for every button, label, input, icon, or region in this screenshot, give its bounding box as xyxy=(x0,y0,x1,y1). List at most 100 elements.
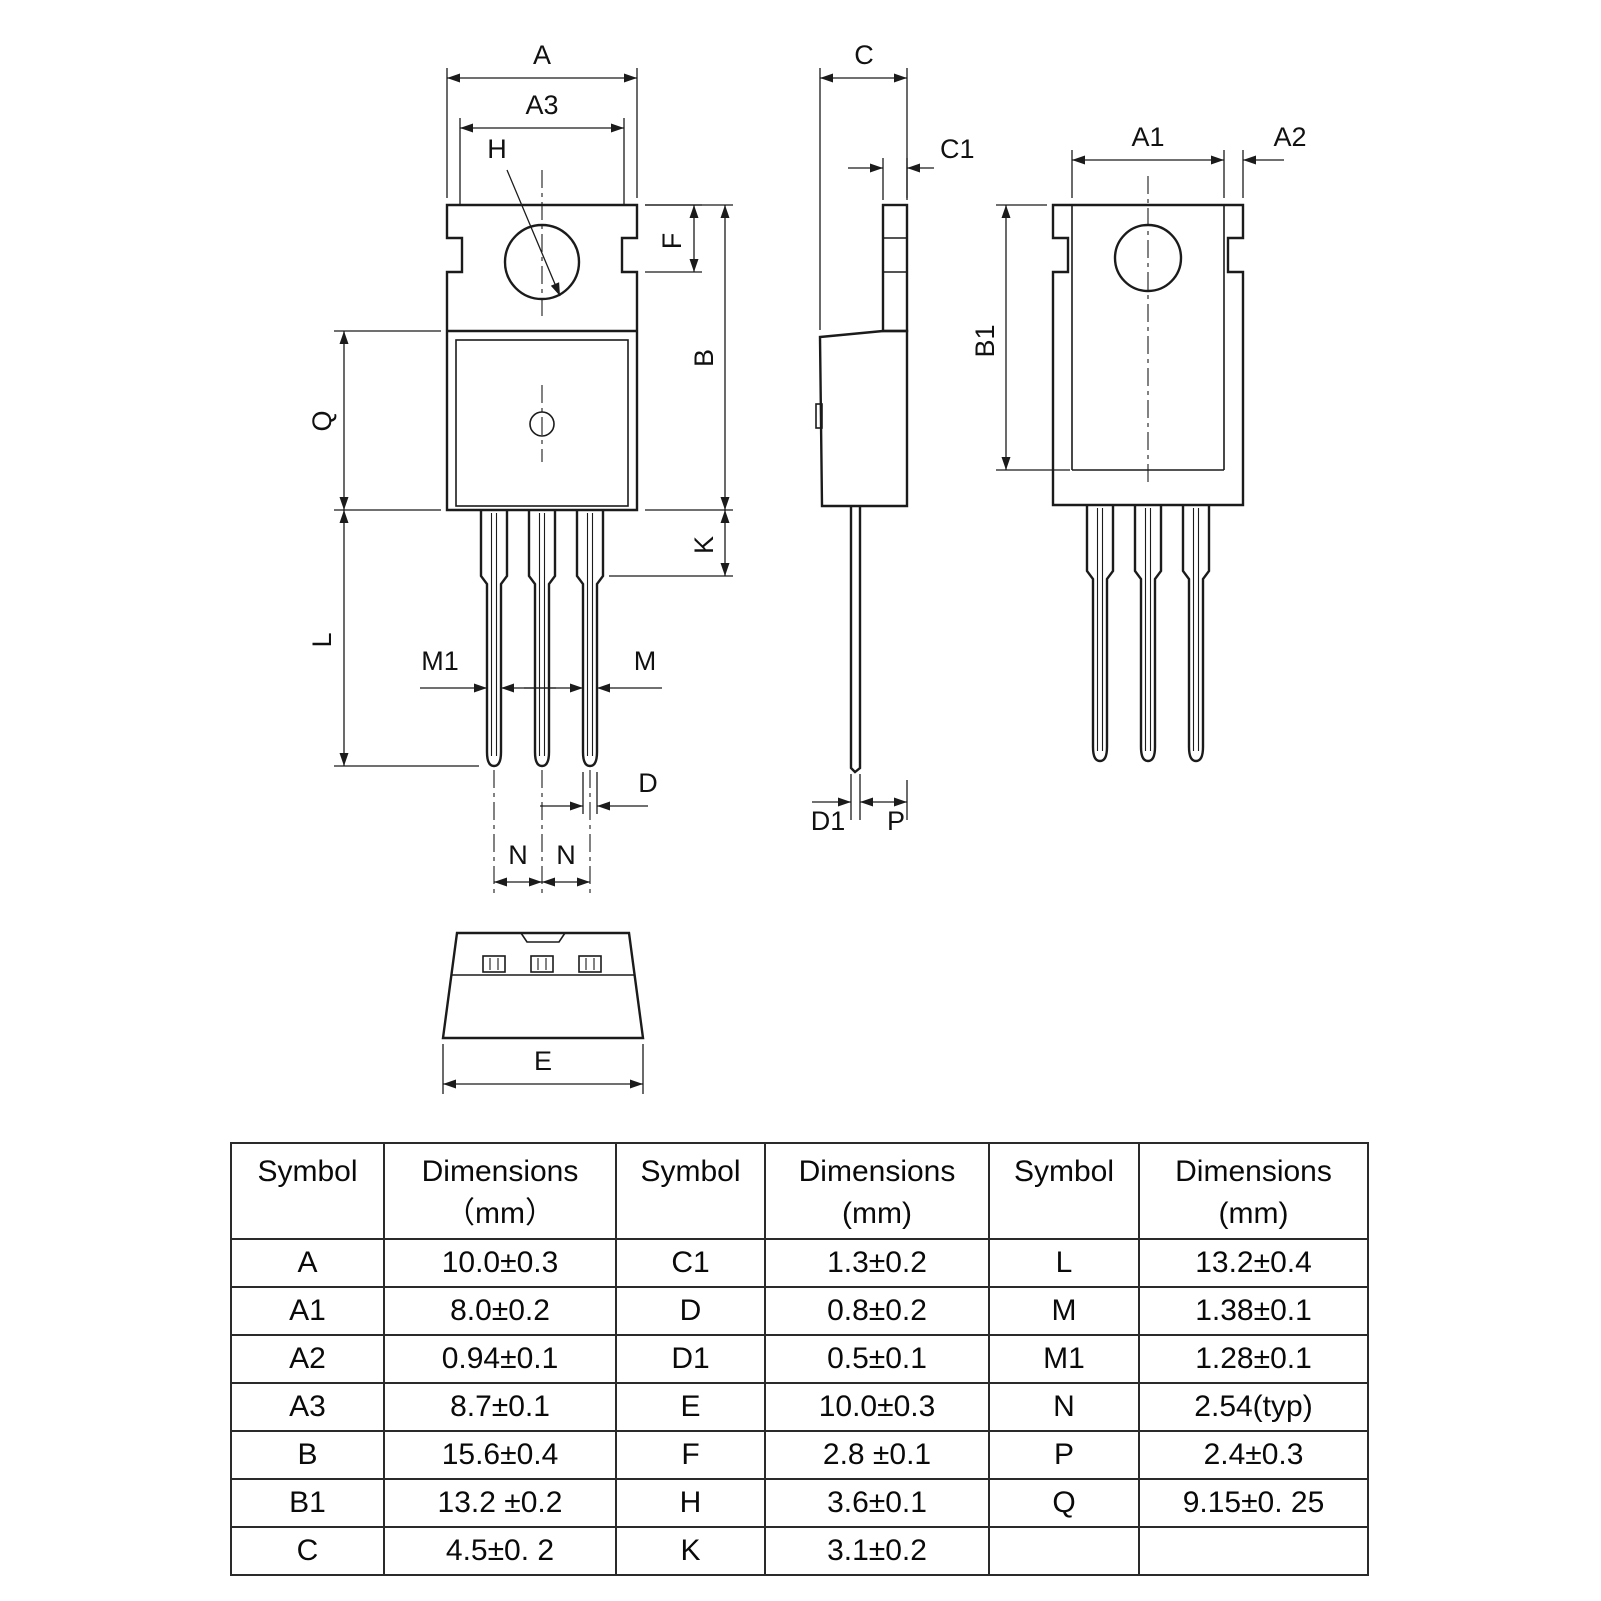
dimension-cell: 10.0±0.3 xyxy=(764,1382,990,1432)
symbol-cell xyxy=(988,1526,1140,1576)
table-row: A1 8.0±0.2 D 0.8±0.2 M 1.38±0.1 xyxy=(230,1286,1369,1336)
dim-M: M xyxy=(524,646,662,693)
symbol-cell: L xyxy=(988,1238,1140,1288)
header-dimensions-2: Dimensions (mm) xyxy=(764,1142,990,1240)
dimension-cell: 8.0±0.2 xyxy=(383,1286,617,1336)
dimension-cell: 2.54(typ) xyxy=(1138,1382,1369,1432)
dim-L: L xyxy=(307,510,479,767)
dim-label-B: B xyxy=(689,349,719,367)
header-dimensions-1: Dimensions （mm） xyxy=(383,1142,617,1240)
back-lead-2 xyxy=(1133,505,1163,763)
symbol-cell: C xyxy=(230,1526,385,1576)
dim-label-E: E xyxy=(534,1046,552,1076)
symbol-cell: M1 xyxy=(988,1334,1140,1384)
dim-label-H: H xyxy=(487,134,507,164)
table-row: B 15.6±0.4 F 2.8 ±0.1 P 2.4±0.3 xyxy=(230,1430,1369,1480)
side-tab-outline xyxy=(881,203,909,333)
table-row: A3 8.7±0.1 E 10.0±0.3 N 2.54(typ) xyxy=(230,1382,1369,1432)
symbol-cell: C1 xyxy=(615,1238,766,1288)
side-lead xyxy=(849,506,862,774)
dim-N: N N xyxy=(493,770,591,898)
dim-C: C xyxy=(819,40,908,330)
dimension-cell: 1.28±0.1 xyxy=(1138,1334,1369,1384)
dimension-cell: 9.15±0. 25 xyxy=(1138,1478,1369,1528)
dim-C1: C1 xyxy=(848,134,975,200)
symbol-cell: B1 xyxy=(230,1478,385,1528)
back-lead-1 xyxy=(1085,505,1115,763)
dimension-cell: 0.94±0.1 xyxy=(383,1334,617,1384)
symbol-cell: A xyxy=(230,1238,385,1288)
dim-label-D1: D1 xyxy=(811,806,846,836)
package-drawing: A A3 H F B xyxy=(307,40,1307,1094)
dim-A: A xyxy=(446,40,638,198)
header-dimensions-3: Dimensions (mm) xyxy=(1138,1142,1369,1240)
header-symbol-1: Symbol xyxy=(230,1142,385,1240)
dim-B: B xyxy=(645,204,733,511)
dimension-cell: 1.38±0.1 xyxy=(1138,1286,1369,1336)
dim-A1: A1 xyxy=(1071,122,1225,198)
bottom-lead-sections xyxy=(482,955,602,973)
front-lead-3 xyxy=(575,510,605,768)
dimension-cell: 8.7±0.1 xyxy=(383,1382,617,1432)
dimension-cell xyxy=(1138,1526,1369,1576)
symbol-cell: A3 xyxy=(230,1382,385,1432)
dimension-cell: 2.8 ±0.1 xyxy=(764,1430,990,1480)
dim-label-M: M xyxy=(634,646,657,676)
dim-M1: M1 xyxy=(420,646,556,693)
dim-label-N-left: N xyxy=(508,840,528,870)
table-row: A 10.0±0.3 C1 1.3±0.2 L 13.2±0.4 xyxy=(230,1238,1369,1288)
dimensions-table: Symbol Dimensions （mm） Symbol Dimensions… xyxy=(230,1142,1369,1576)
symbol-cell: D xyxy=(615,1286,766,1336)
back-view: A1 A2 B1 xyxy=(970,122,1307,763)
dimension-cell: 15.6±0.4 xyxy=(383,1430,617,1480)
symbol-cell: M xyxy=(988,1286,1140,1336)
dimension-cell: 4.5±0. 2 xyxy=(383,1526,617,1576)
dim-D: D xyxy=(540,768,658,814)
dimension-cell: 13.2 ±0.2 xyxy=(383,1478,617,1528)
symbol-cell: A1 xyxy=(230,1286,385,1336)
dim-label-P: P xyxy=(887,806,905,836)
table-row: B1 13.2 ±0.2 H 3.6±0.1 Q 9.15±0. 25 xyxy=(230,1478,1369,1528)
dimension-cell: 3.6±0.1 xyxy=(764,1478,990,1528)
symbol-cell: E xyxy=(615,1382,766,1432)
dim-label-M1: M1 xyxy=(421,646,459,676)
dimension-cell: 3.1±0.2 xyxy=(764,1526,990,1576)
front-view: A A3 H F B xyxy=(307,40,733,898)
symbol-cell: A2 xyxy=(230,1334,385,1384)
symbol-cell: N xyxy=(988,1382,1140,1432)
dim-label-K: K xyxy=(689,536,719,554)
symbol-cell: Q xyxy=(988,1478,1140,1528)
back-lead-3 xyxy=(1181,505,1211,763)
symbol-cell: D1 xyxy=(615,1334,766,1384)
dim-D1-P: D1 P xyxy=(811,774,908,836)
symbol-cell: B xyxy=(230,1430,385,1480)
dim-label-C: C xyxy=(854,40,874,70)
dim-H: H xyxy=(487,134,561,297)
bottom-view: E xyxy=(441,931,645,1094)
dim-label-F: F xyxy=(657,233,687,250)
dimension-cell: 13.2±0.4 xyxy=(1138,1238,1369,1288)
dim-A2: A2 xyxy=(1242,122,1307,198)
dim-label-A1: A1 xyxy=(1131,122,1164,152)
front-body-inner-outline xyxy=(455,339,629,507)
dimension-cell: 1.3±0.2 xyxy=(764,1238,990,1288)
bottom-outline xyxy=(441,931,645,1040)
symbol-cell: H xyxy=(615,1478,766,1528)
symbol-cell: P xyxy=(988,1430,1140,1480)
header-symbol-2: Symbol xyxy=(615,1142,766,1240)
front-lead-2 xyxy=(527,510,557,768)
dim-label-Q: Q xyxy=(307,410,337,431)
dim-B1: B1 xyxy=(970,204,1070,471)
dim-Q: Q xyxy=(307,330,441,511)
dim-label-C1: C1 xyxy=(940,134,975,164)
dim-A3: A3 xyxy=(459,90,625,206)
dim-F: F xyxy=(645,204,702,273)
dimension-cell: 0.5±0.1 xyxy=(764,1334,990,1384)
back-package-outline xyxy=(1051,203,1245,507)
dim-label-A3: A3 xyxy=(525,90,558,120)
dimension-cell: 0.8±0.2 xyxy=(764,1286,990,1336)
table-header-row: Symbol Dimensions （mm） Symbol Dimensions… xyxy=(230,1142,1369,1240)
symbol-cell: K xyxy=(615,1526,766,1576)
dim-K: K xyxy=(609,510,733,577)
